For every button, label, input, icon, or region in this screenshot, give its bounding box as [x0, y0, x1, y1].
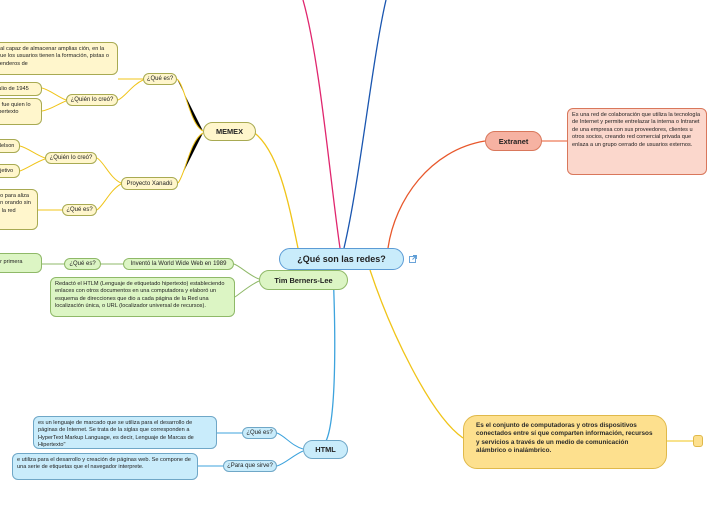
tim-que-es-label[interactable]: ¿Qué es?	[64, 258, 101, 270]
html-para-que-label[interactable]: ¿Para que sirve?	[223, 460, 277, 472]
tim-invento[interactable]: Inventó la World Wide Web en 1989	[123, 258, 234, 270]
tim-left-text[interactable]: or primera	[0, 253, 42, 273]
proyecto-quien-item-2[interactable]: ojetivo	[0, 164, 20, 178]
root-topic[interactable]: ¿Qué son las redes?	[279, 248, 404, 270]
proyecto-quien-item-1[interactable]: Nelson	[0, 139, 20, 153]
extranet-text[interactable]: Es una red de colaboración que utiliza l…	[567, 108, 707, 175]
memex-proyecto-xanadu[interactable]: Proyecto Xanadú	[121, 177, 178, 190]
memex-quien-lo-creo-label[interactable]: ¿Quién lo creó?	[66, 94, 118, 106]
definition-topic[interactable]: Es el conjunto de computadoras y otros d…	[463, 415, 667, 469]
branch-extranet[interactable]: Extranet	[485, 131, 542, 151]
external-link-icon[interactable]	[409, 255, 417, 263]
html-que-es-text[interactable]: es un lenguaje de marcado que se utiliza…	[33, 416, 217, 449]
memex-quien-item-2[interactable]: e fue quien lo ipertexto	[0, 98, 42, 125]
branch-tim-berners-lee[interactable]: Tim Berners-Lee	[259, 270, 348, 290]
html-que-es-label[interactable]: ¿Qué es?	[242, 427, 277, 439]
branch-memex[interactable]: MEMEX	[203, 122, 256, 141]
definition-child-stub[interactable]	[693, 435, 703, 447]
branch-html[interactable]: HTML	[303, 440, 348, 459]
memex-que-es-text[interactable]: ual capaz de almacenar amplias ción, en …	[0, 42, 118, 75]
proyecto-que-es-text[interactable]: do para aliza un orando sin e la red	[0, 189, 38, 230]
memex-quien-item-1[interactable]: julio de 1945	[0, 82, 42, 96]
html-para-que-text[interactable]: e utiliza para el desarrollo y creación …	[12, 453, 198, 480]
tim-html-text[interactable]: Redactó el HTLM (Lenguaje de etiquetado …	[50, 277, 235, 317]
proyecto-que-es-label[interactable]: ¿Qué es?	[62, 204, 97, 216]
proyecto-quien-lo-creo-label[interactable]: ¿Quién lo creó?	[45, 152, 97, 164]
memex-que-es-label[interactable]: ¿Qué es?	[143, 73, 177, 85]
